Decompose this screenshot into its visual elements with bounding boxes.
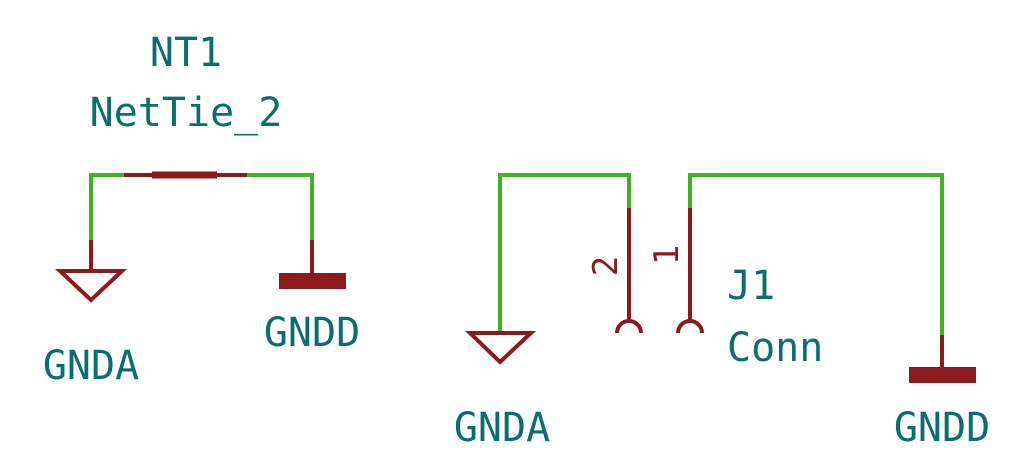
gndd-power-symbol-left[interactable] — [279, 240, 346, 289]
gndd-label-right: GNDD — [894, 405, 990, 451]
pin-1-contact-icon — [676, 319, 704, 334]
nettie-value: NetTie_2 — [90, 90, 283, 136]
connector-circuit: 2 1 J1 Conn GNDA GNDD — [454, 173, 990, 451]
gnda-label-left: GNDA — [43, 343, 139, 389]
pin-2-contact-icon — [615, 319, 643, 334]
gnda-power-symbol-right[interactable] — [465, 331, 537, 365]
nettie-circuit: NT1 NetTie_2 GNDA GNDD — [43, 30, 360, 389]
nettie-reference: NT1 — [150, 30, 222, 76]
gnda-triangle-icon — [465, 331, 537, 365]
gndd-bar-icon — [279, 273, 346, 289]
pin-1-number: 1 — [647, 245, 687, 265]
gndd-bar-icon — [909, 367, 976, 383]
gnda-label-right: GNDA — [454, 405, 550, 451]
connector-value: Conn — [727, 325, 823, 371]
wire-nettie-left[interactable] — [89, 173, 126, 242]
pin-2-number: 2 — [586, 256, 626, 276]
wire-gnda-to-pin2[interactable] — [498, 173, 631, 335]
wire-pin1-to-gndd[interactable] — [688, 173, 944, 369]
connector-symbol[interactable] — [615, 208, 704, 334]
gnda-triangle-icon — [54, 269, 128, 303]
gndd-power-symbol-right[interactable] — [909, 335, 976, 383]
gnda-power-symbol-left[interactable] — [54, 240, 128, 303]
connector-reference: J1 — [727, 263, 775, 309]
gndd-label-left: GNDD — [264, 310, 360, 356]
wire-nettie-right[interactable] — [245, 173, 314, 242]
